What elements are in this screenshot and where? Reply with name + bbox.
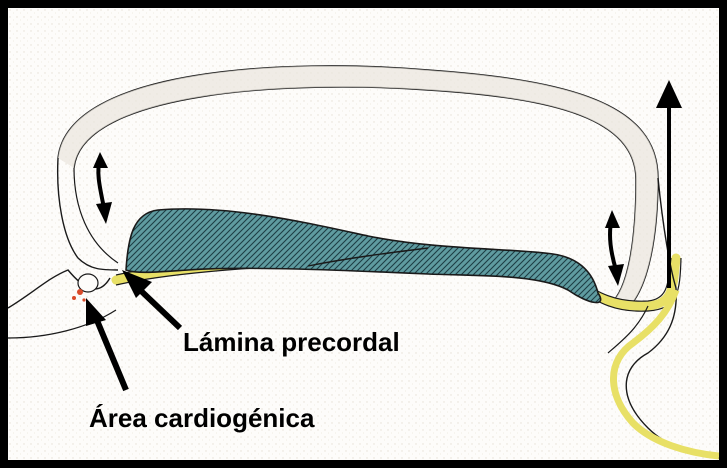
label-lamina-precordal: Lámina precordal	[183, 329, 400, 355]
embryo-sagittal-diagram	[8, 8, 719, 460]
label-area-cardiogenica: Área cardiogénica	[89, 405, 314, 431]
diagram-panel: Lámina precordal Área cardiogénica	[8, 8, 719, 460]
